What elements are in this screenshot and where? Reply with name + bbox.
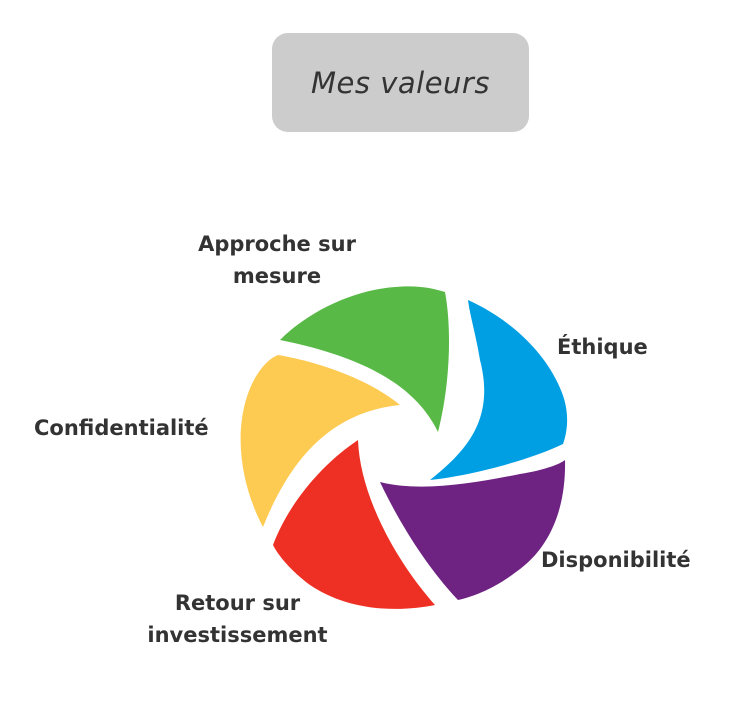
label-approche-line-1: Approche sur: [198, 232, 356, 256]
label-ethique-line-1: Éthique: [557, 335, 648, 359]
label-disponibilite: Disponibilité: [541, 544, 691, 576]
label-retour-line-1: Retour sur: [174, 591, 301, 615]
label-retour: Retour sur investissement: [130, 587, 345, 651]
segment-retour: [273, 440, 435, 609]
label-ethique: Éthique: [557, 331, 648, 363]
segment-ethique: [430, 300, 568, 480]
title-text: Mes valeurs: [311, 65, 490, 100]
label-approche: Approche sur mesure: [182, 228, 372, 292]
label-disponibilite-line-1: Disponibilité: [541, 548, 691, 572]
title-box: Mes valeurs: [272, 33, 529, 132]
label-confidentialite-line-1: Confidentialité: [34, 416, 209, 440]
segment-disponibilite: [380, 460, 566, 600]
segment-approche: [280, 286, 450, 432]
label-confidentialite: Confidentialité: [34, 412, 209, 444]
label-retour-line-2: investissement: [147, 623, 328, 647]
segment-confidentialite: [240, 355, 400, 527]
label-approche-line-2: mesure: [232, 264, 322, 288]
